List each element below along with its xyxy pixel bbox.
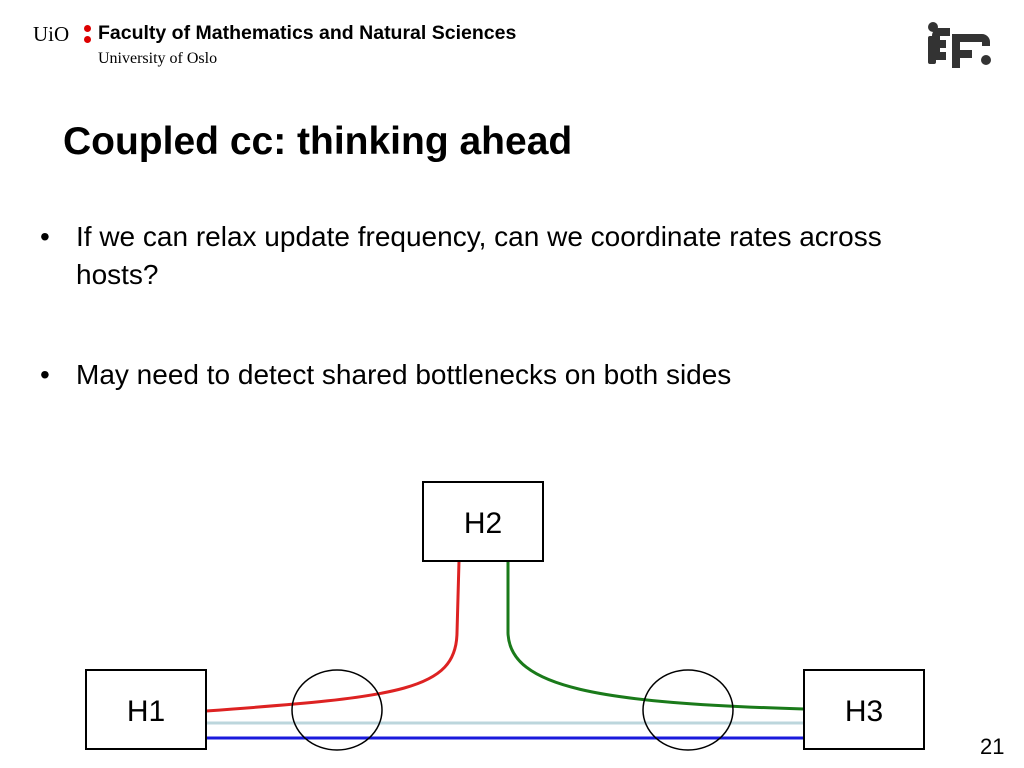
uio-mark: UiO: [33, 22, 70, 46]
slide-title: Coupled cc: thinking ahead: [63, 120, 573, 163]
ifi-logo-icon: [928, 22, 991, 68]
page-number: 21: [980, 734, 1005, 759]
bullet-list: • If we can relax update frequency, can …: [40, 218, 940, 394]
host-h1: H1: [85, 669, 207, 750]
bullet-dot: •: [40, 221, 50, 252]
host-h3: H3: [803, 669, 925, 750]
bullet-text: If we can relax update frequency, can we…: [76, 221, 882, 290]
red-path: [205, 560, 461, 713]
bottleneck-left: [291, 669, 383, 751]
host-h2: H2: [422, 481, 544, 562]
slide-header: UiO Faculty of Mathematics and Natural S…: [0, 0, 1024, 80]
bullet-item: • May need to detect shared bottlenecks …: [40, 356, 940, 394]
bullet-dot: •: [40, 359, 50, 390]
host-label: H2: [464, 507, 502, 540]
green-path: [506, 562, 805, 711]
bottleneck-right: [642, 669, 734, 751]
bullet-text: May need to detect shared bottlenecks on…: [76, 359, 732, 390]
network-diagram: H2 H1 H3: [85, 481, 925, 751]
university-name: University of Oslo: [98, 50, 218, 67]
uio-dots-icon: [84, 25, 92, 45]
host-label: H3: [845, 695, 883, 728]
faculty-name: Faculty of Mathematics and Natural Scien…: [98, 22, 517, 44]
host-label: H1: [127, 695, 165, 728]
bullet-item: • If we can relax update frequency, can …: [40, 218, 940, 294]
